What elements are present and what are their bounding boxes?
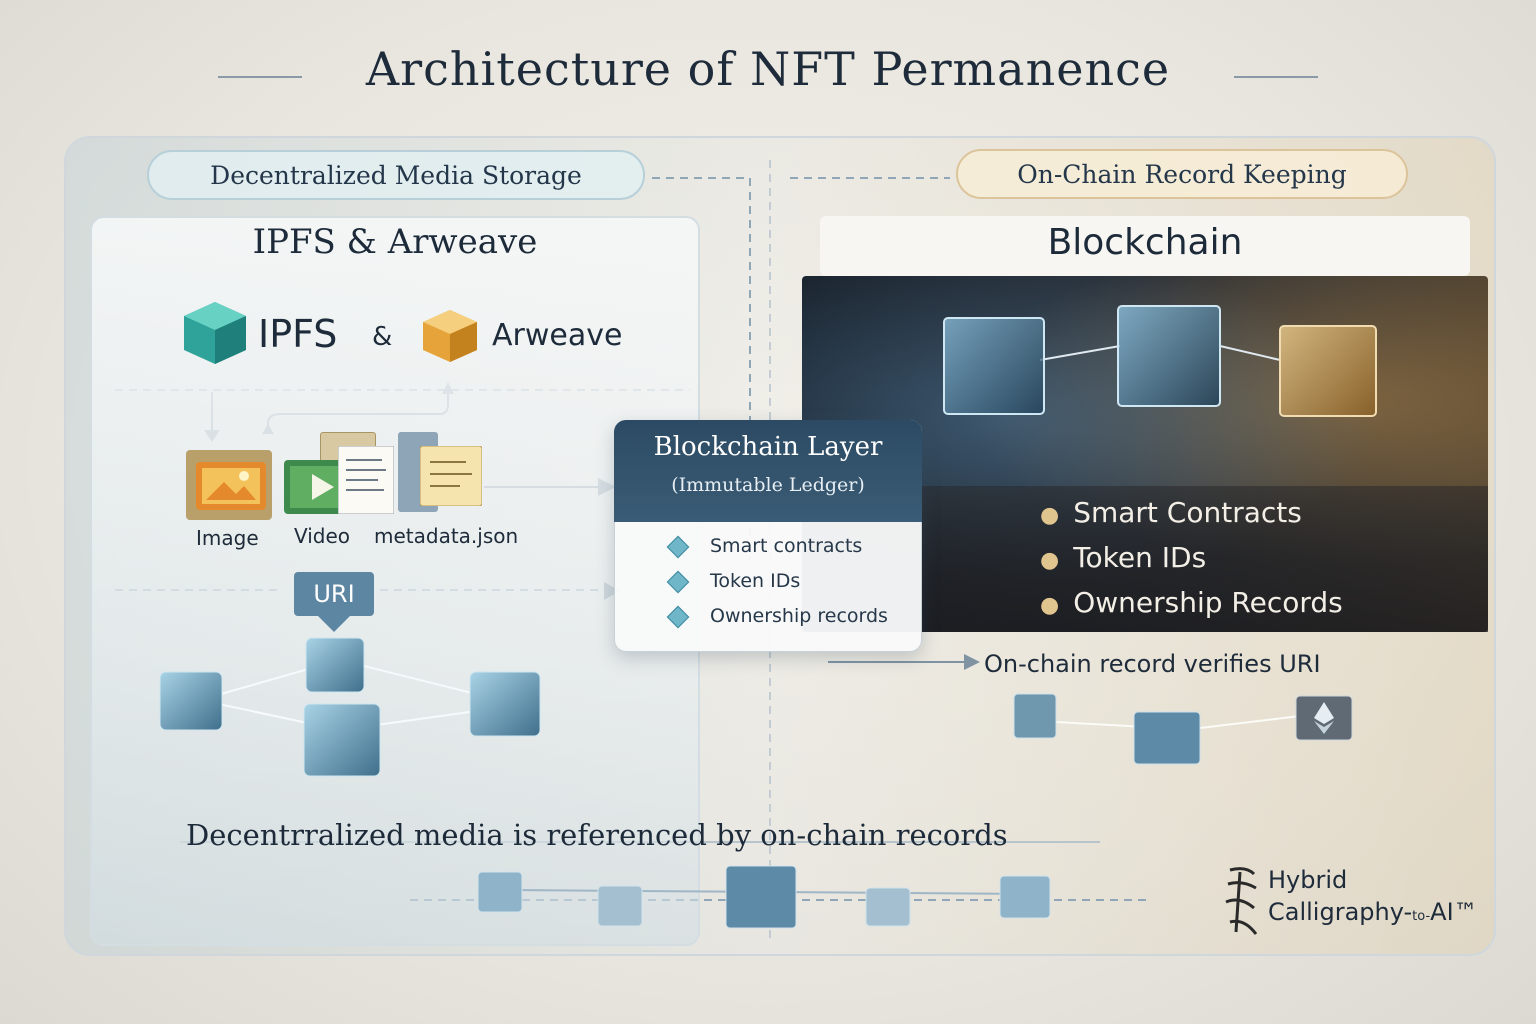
on-chain-record-pill: On-Chain Record Keeping [956, 149, 1408, 199]
signature-small: to- [1412, 909, 1431, 924]
blockchain-layer-subtitle: (Immutable Ledger) [671, 474, 865, 496]
ipfs-arweave-ampersand: & [372, 322, 393, 352]
signature-line-1: Hybrid [1268, 866, 1348, 894]
blockchain-layer-header [614, 420, 922, 522]
uri-arrow-icon [316, 614, 352, 632]
chain-cube-2 [1117, 305, 1221, 407]
network-cube-2 [305, 637, 365, 693]
signature-line-2: Calligraphy-to-AI™ [1268, 898, 1478, 926]
bullet-dot: ● [1040, 593, 1060, 618]
bottom-cube-2 [597, 885, 643, 927]
image-file-icon [196, 462, 266, 510]
title-rule-left [218, 76, 302, 78]
storage-network [159, 637, 541, 777]
verify-cube-2 [1133, 711, 1201, 765]
blockchain-layer-title: Blockchain Layer [653, 432, 883, 462]
blockchain-cubes [943, 305, 1377, 417]
network-cube-1 [159, 671, 223, 731]
layer-item-token-ids: Token IDs [710, 570, 801, 592]
verify-caption: On-chain record verifies URI [984, 650, 1321, 678]
arweave-label: Arweave [492, 318, 623, 353]
json-file-icon [420, 446, 482, 506]
network-cube-4 [303, 703, 381, 777]
storage-heading: IPFS & Arweave [252, 222, 538, 262]
bullet-ownership-records: ●Ownership Records [1040, 586, 1343, 619]
uri-badge: URI [294, 572, 374, 616]
chain-cube-1 [943, 317, 1045, 415]
verification-chain [1013, 693, 1353, 765]
bullet-token-ids: ●Token IDs [1040, 541, 1207, 574]
blockchain-heading: Blockchain [1047, 222, 1243, 263]
calligraphy-signature-icon [1225, 867, 1258, 935]
bottom-cube-3 [725, 865, 797, 929]
bottom-cube-4 [865, 887, 911, 927]
layer-item-smart-contracts: Smart contracts [710, 535, 863, 557]
title-rule-right [1234, 76, 1318, 78]
bottom-cube-5 [999, 875, 1051, 919]
layer-item-ownership: Ownership records [710, 605, 888, 627]
bullet-smart-contracts: ●Smart Contracts [1040, 496, 1302, 529]
verify-cube-1 [1013, 693, 1057, 739]
ethereum-cube-icon [1295, 695, 1353, 741]
signature-main: Calligraphy- [1268, 898, 1413, 926]
signature-end: AI™ [1430, 898, 1478, 926]
page-title: Architecture of NFT Permanence [365, 42, 1171, 96]
ipfs-label: IPFS [258, 312, 338, 356]
bullet-dot: ● [1040, 503, 1060, 528]
chain-cube-3 [1279, 325, 1377, 417]
blockchain-heading-box [820, 216, 1470, 276]
bullet-dot: ● [1040, 548, 1060, 573]
decentralized-storage-pill: Decentralized Media Storage [147, 150, 645, 200]
file-label-video: Video [294, 524, 351, 548]
blockchain-bullets-panel [920, 486, 1488, 632]
bottom-chain [477, 865, 1051, 929]
arweave-cube-icon [423, 310, 477, 362]
file-label-metadata: metadata.json [374, 524, 519, 548]
ipfs-cube-icon [184, 302, 246, 364]
file-label-image: Image [196, 526, 259, 550]
network-cube-3 [469, 671, 541, 737]
bottom-cube-1 [477, 871, 523, 913]
document-icon [338, 446, 394, 514]
bottom-caption: Decentrralized media is referenced by on… [186, 818, 1008, 852]
